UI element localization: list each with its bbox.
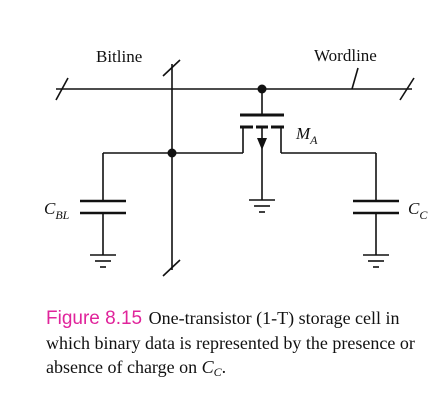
figure-caption: Figure 8.15 One-transistor (1-T) storage…	[46, 306, 436, 384]
bitline-label: Bitline	[96, 47, 142, 66]
figure-label: Figure 8.15	[46, 308, 143, 329]
wordline-label: Wordline	[314, 46, 377, 65]
bitline-top-slash	[162, 59, 181, 77]
ground-icon	[363, 254, 389, 268]
bitline-bottom-slash	[162, 259, 181, 277]
cap-bitline-label: CBL	[44, 199, 70, 222]
wordline-left-slash	[55, 77, 69, 101]
wordline-right-slash	[399, 77, 415, 101]
caption-end: .	[221, 357, 227, 377]
transistor-label: MA	[295, 124, 318, 147]
wordline-junction-dot	[257, 84, 267, 94]
body-arrow-icon	[257, 138, 267, 150]
wordline-label-leader	[351, 67, 359, 90]
ground-icon	[249, 199, 275, 213]
caption-text: One-transistor (1-T) storage cell in whi…	[46, 308, 415, 377]
circuit-diagram: Bitline Wordline MA CBL CC	[44, 46, 428, 277]
cap-storage-label: CC	[408, 199, 428, 222]
caption-symbol-sub: C	[213, 365, 222, 379]
caption-symbol: C	[201, 357, 214, 377]
bitline-junction-dot	[167, 148, 177, 158]
ground-icon	[90, 254, 116, 268]
